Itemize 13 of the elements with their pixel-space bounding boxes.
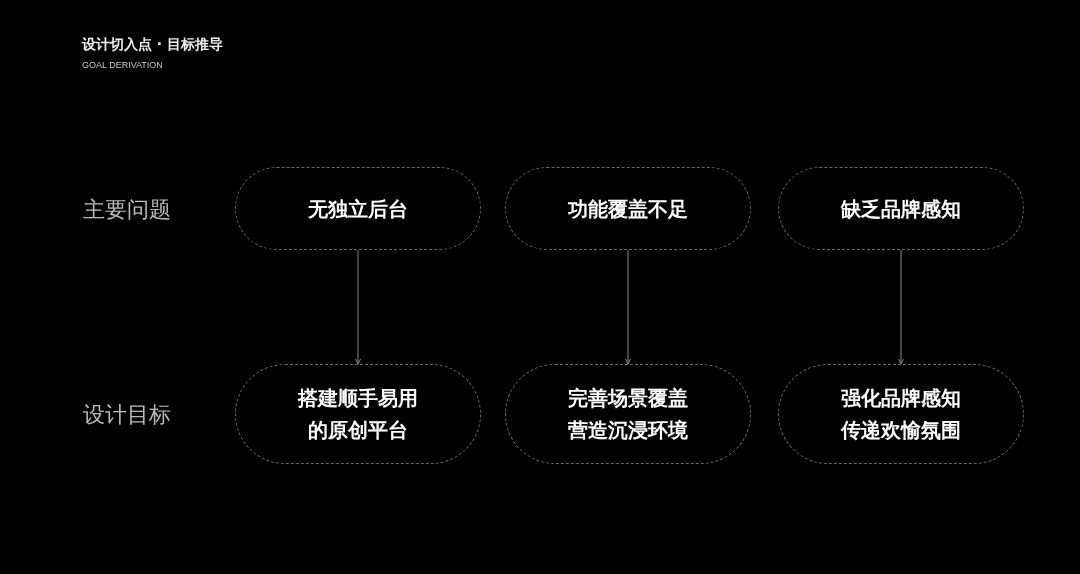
- pill-text: 功能覆盖不足: [567, 195, 689, 223]
- arrow: [355, 249, 361, 365]
- row-label: 主要问题: [83, 196, 171, 224]
- row-label: 设计目标: [83, 401, 171, 429]
- arrow: [898, 249, 904, 365]
- pill-text: 搭建顺手易用的原创平台: [297, 385, 419, 444]
- pill-text: 缺乏品牌感知: [839, 195, 962, 223]
- arrow: [625, 249, 631, 365]
- pill-text: 完善场景覆盖营造沉浸环境: [567, 385, 689, 444]
- pill-text: 无独立后台: [307, 195, 409, 223]
- pill-text: 强化品牌感知传递欢愉氛围: [840, 385, 962, 444]
- heading: 设计切入点 · 目标推导: [82, 36, 224, 54]
- subheading: GOAL DERIVATION: [82, 60, 163, 70]
